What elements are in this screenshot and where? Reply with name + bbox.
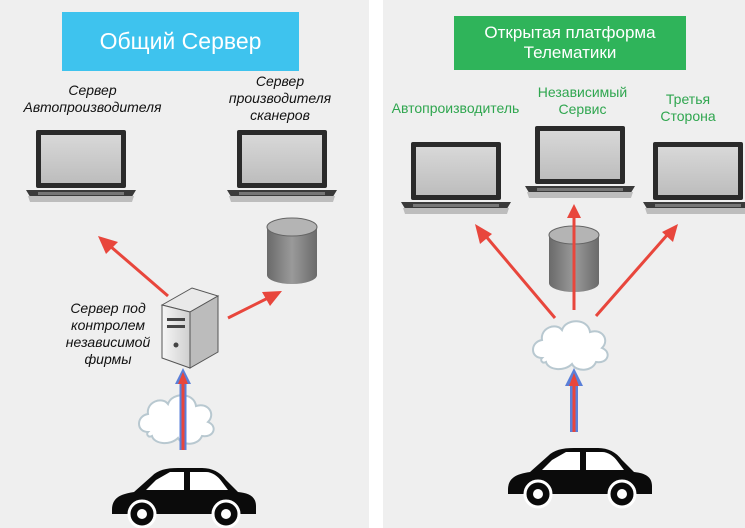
arrow-car-to-server	[175, 368, 191, 450]
arrow-server-to-oem	[98, 236, 169, 298]
scanner-database-icon	[266, 217, 318, 285]
right-oem-label: Автопроизводитель	[383, 100, 528, 117]
right-third-party-label-line1: Третья	[665, 91, 711, 107]
scanner-server-label-line2: производителя	[228, 90, 332, 106]
oem-server-label: Сервер Автопроизводителя	[10, 82, 175, 116]
right-title-line1: Открытая платформа	[484, 23, 656, 42]
left-title-box: Общий Сервер	[62, 12, 299, 71]
independent-server-label-line4: фирмы	[84, 351, 132, 367]
right-oem-laptop-icon	[401, 142, 511, 214]
oem-server-label-line1: Сервер	[68, 82, 117, 98]
arrow-cloud-to-right-oem	[475, 224, 557, 319]
oem-laptop-icon	[26, 130, 136, 202]
right-car-icon	[506, 446, 654, 509]
right-third-party-laptop-icon	[643, 142, 745, 214]
left-cloud-icon	[138, 394, 215, 445]
independent-server-label-line1: Сервер под	[70, 300, 146, 316]
arrow-cloud-to-right-third-party	[594, 224, 678, 317]
oem-server-label-line2: Автопроизводителя	[23, 99, 162, 115]
arrow-car-to-cloud-right	[565, 368, 583, 432]
arrow-cloud-to-right-independent	[567, 204, 581, 310]
right-independent-label: Независимый Сервис	[525, 84, 640, 118]
scanner-server-label-line3: сканеров	[250, 107, 310, 123]
independent-server-label-line3: независимой	[65, 334, 151, 350]
scanner-laptop-icon	[227, 130, 337, 202]
right-cloud-icon	[532, 320, 609, 371]
right-independent-laptop-icon	[525, 126, 635, 198]
right-title-box: Открытая платформа Телематики	[454, 16, 686, 70]
independent-server-icon	[160, 287, 220, 369]
right-oem-label-text: Автопроизводитель	[391, 100, 520, 116]
right-third-party-label-line2: Сторона	[660, 108, 716, 124]
right-title-line2: Телематики	[523, 43, 617, 62]
right-third-party-label: Третья Сторона	[648, 91, 728, 125]
independent-server-label-line2: контролем	[71, 317, 145, 333]
right-independent-label-line2: Сервис	[558, 101, 607, 117]
independent-server-label: Сервер под контролем независимой фирмы	[48, 300, 168, 368]
scanner-server-label: Сервер производителя сканеров	[205, 73, 355, 124]
arrow-server-to-database	[227, 291, 282, 320]
left-title: Общий Сервер	[99, 28, 262, 54]
right-independent-label-line1: Независимый	[537, 84, 628, 100]
left-car-icon	[110, 466, 258, 528]
scanner-server-label-line1: Сервер	[255, 73, 305, 89]
